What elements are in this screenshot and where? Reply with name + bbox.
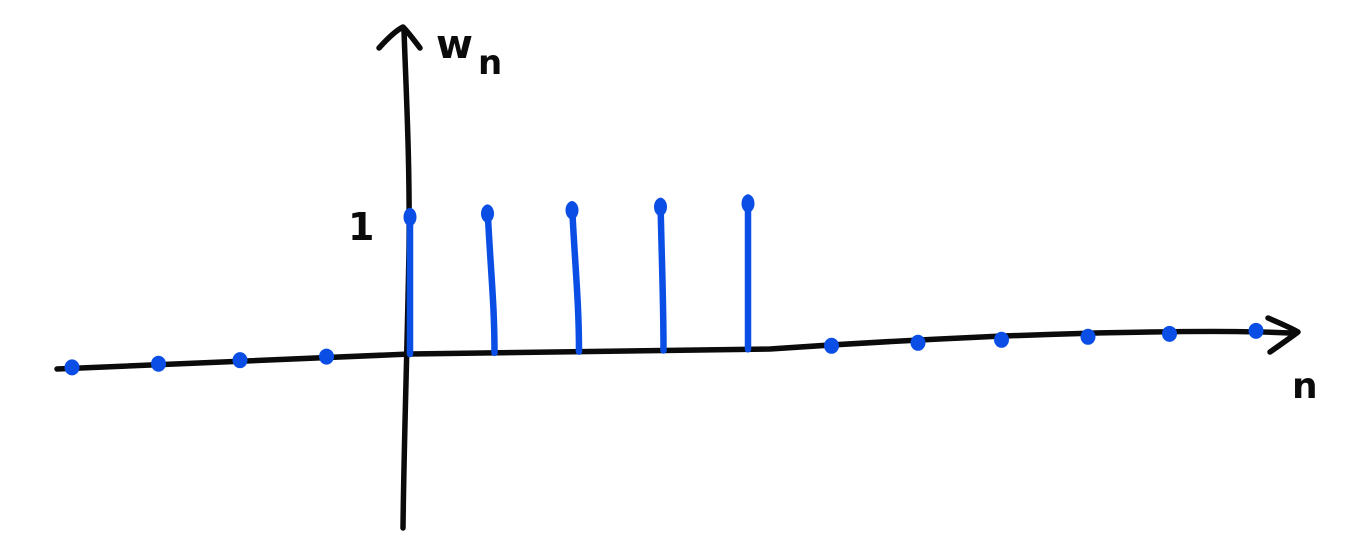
zero-point-n8 xyxy=(1080,328,1096,345)
x-axis-arrow-icon xyxy=(1265,315,1301,355)
zero-point-n-3 xyxy=(151,355,166,372)
x-axis-label: n xyxy=(1292,366,1318,407)
stem-point-n3 xyxy=(654,197,667,216)
stem-point-n0 xyxy=(403,208,417,226)
stem-point-n1 xyxy=(481,204,494,223)
stem-line-n1 xyxy=(484,204,498,357)
y-axis-label-subscript: n xyxy=(478,43,502,83)
stem-point-n2 xyxy=(565,201,579,220)
zero-point-n5 xyxy=(824,337,839,354)
stem-line-n2 xyxy=(568,201,583,355)
y-axis-arrow-icon xyxy=(376,24,423,51)
y-tick-label-1: 1 xyxy=(348,205,374,249)
zero-point-n10 xyxy=(1248,322,1264,339)
zero-point-n-2 xyxy=(232,352,248,369)
stem-line-n3 xyxy=(657,197,667,354)
zero-point-n-1 xyxy=(319,348,334,365)
stem-marks xyxy=(64,194,1264,376)
y-axis-label-main: w xyxy=(436,22,473,68)
zero-point-n7 xyxy=(994,331,1009,348)
zero-point-n-4 xyxy=(64,359,80,376)
zero-point-n9 xyxy=(1162,325,1177,342)
zero-point-n6 xyxy=(910,334,926,351)
stem-point-n4 xyxy=(741,194,755,213)
